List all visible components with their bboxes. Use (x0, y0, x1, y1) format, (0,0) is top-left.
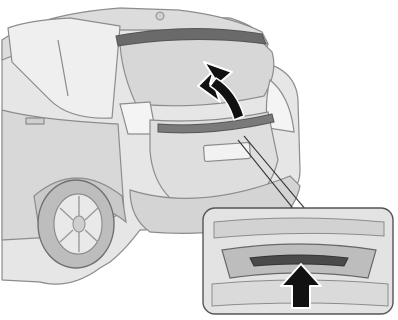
handle-switch (250, 255, 348, 266)
hub (73, 216, 85, 232)
detail-inset (203, 208, 393, 314)
license-plate (203, 142, 250, 161)
door-handle (26, 118, 44, 124)
antenna-base (156, 12, 164, 20)
rear-window (120, 38, 274, 105)
